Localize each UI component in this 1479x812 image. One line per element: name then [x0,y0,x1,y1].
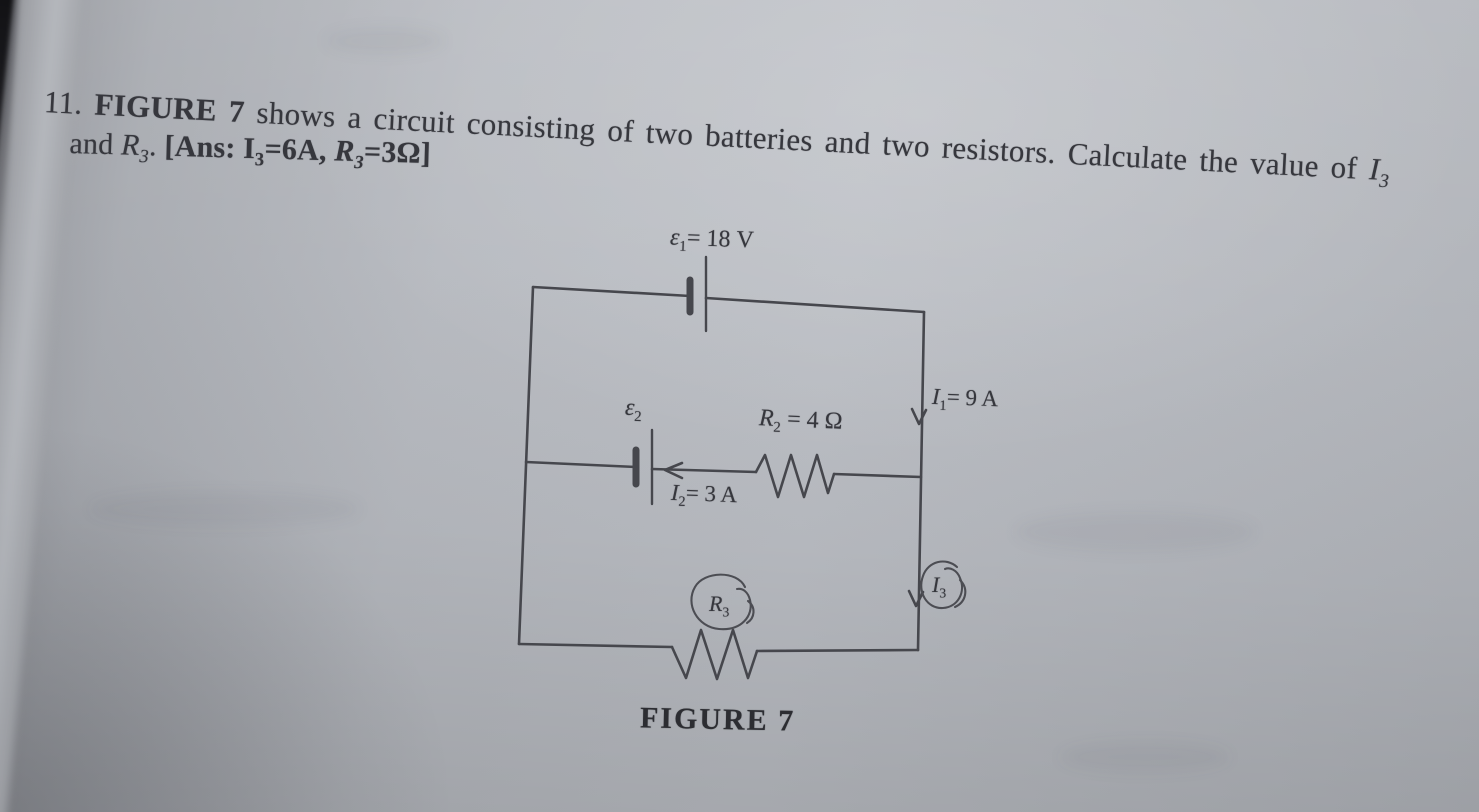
wire-top-right [704,296,926,314]
label-emf2: ε2 [624,394,642,426]
resistor3-hand-circle-tail [745,599,755,625]
current3-arrow [907,589,925,608]
show-through-smudge [325,28,445,54]
label-current3: I3 [932,572,947,601]
current3-hand-circle-tail [953,578,967,609]
resistor2-zigzag [754,453,836,499]
label-resistor2: R2 = 4 Ω [758,405,844,436]
current1-arrow [910,407,928,426]
show-through-smudge [90,492,360,526]
wire-middle-left [524,460,638,469]
current3-hand-circle [920,560,964,610]
wire-bottom-right [755,648,920,653]
wire-right [916,310,926,652]
label-emf1: ε1= 18 V [669,224,755,255]
figure-caption: FIGURE 7 [639,701,796,738]
wire-top-left [531,285,692,298]
label-current2: I2= 3 A [670,479,738,510]
label-resistor3: R3 [709,591,730,620]
current2-arrow [663,461,684,480]
show-through-smudge [1015,512,1255,552]
wire-bottom-left [517,642,674,649]
resistor3-hand-circle [690,573,752,631]
wire-left [517,285,535,646]
resistor3-zigzag [670,628,759,681]
wire-middle-right [832,472,923,479]
label-current1: I1= 9 A [931,383,999,414]
show-through-smudge [1060,742,1230,772]
